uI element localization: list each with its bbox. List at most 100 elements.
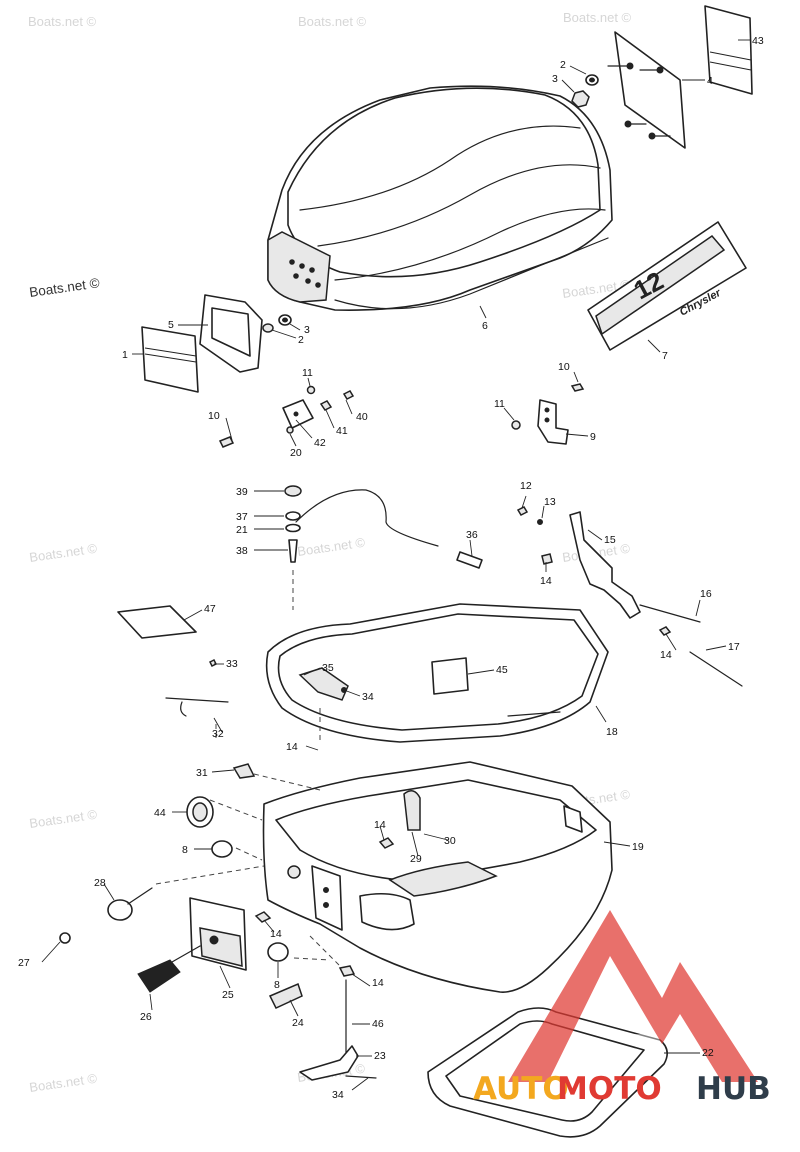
callout-34: 34: [362, 691, 374, 703]
callout-13: 13: [544, 496, 556, 508]
choke-cable: [284, 485, 483, 569]
callout-45: 45: [496, 664, 508, 676]
callout-14: 14: [270, 928, 282, 940]
clip-31: [232, 763, 256, 779]
callout-2: 2: [298, 334, 304, 346]
callout-44: 44: [154, 807, 166, 819]
callout-27: 27: [18, 957, 30, 969]
callout-1: 1: [122, 349, 128, 361]
callout-24: 24: [292, 1017, 304, 1029]
callout-29: 29: [410, 853, 422, 865]
watermark-text: Boats.net ©: [28, 14, 97, 29]
callout-10: 10: [558, 361, 570, 373]
watermark-text: Boats.net ©: [28, 541, 98, 565]
callout-18: 18: [606, 726, 618, 738]
callout-11: 11: [494, 398, 505, 410]
callout-25: 25: [222, 989, 234, 1001]
rear-plate: [607, 31, 686, 149]
callout-20: 20: [290, 447, 302, 459]
callout-32: 32: [212, 728, 224, 740]
callout-14: 14: [372, 977, 384, 989]
callout-14: 14: [286, 741, 298, 753]
automotohub-logo-text: AUTO MOTO HUB: [473, 1071, 771, 1107]
top-cowl: [267, 85, 613, 311]
starter-handle-26: [137, 945, 201, 993]
rear-decal: [704, 5, 753, 95]
callout-34: 34: [332, 1089, 344, 1101]
automotohub-logo: [508, 910, 758, 1082]
callout-40: 40: [356, 411, 368, 423]
seal-frame: [265, 603, 609, 743]
callout-11: 11: [302, 367, 313, 379]
callout-43: 43: [752, 35, 764, 47]
watermark-text: Boats.net ©: [296, 535, 366, 559]
grommet-44: [186, 796, 214, 828]
callout-37: 37: [236, 511, 248, 523]
callout-19: 19: [632, 841, 644, 853]
label-plate-25: [189, 897, 247, 971]
callout-9: 9: [590, 431, 596, 443]
gasket-47: [117, 605, 197, 639]
callout-14: 14: [660, 649, 672, 661]
callout-6: 6: [482, 320, 488, 332]
callout-4: 4: [707, 75, 713, 87]
callout-23: 23: [374, 1050, 386, 1062]
latch-bracket-left: [218, 385, 355, 448]
callout-22: 22: [702, 1047, 714, 1059]
callout-30: 30: [444, 835, 456, 847]
logo-hub-text: HUB: [696, 1071, 771, 1107]
plug-8-lower: [267, 942, 289, 962]
leader-lines: [41, 39, 750, 1091]
watermark-text: Boats.net ©: [28, 275, 100, 300]
hinge-pin-33: [165, 658, 229, 717]
watermark-text: Boats.net ©: [28, 1071, 98, 1095]
callout-3: 3: [552, 73, 558, 85]
callout-8: 8: [274, 979, 280, 991]
fitting-24: [268, 982, 303, 1009]
callout-labels: 43 4 2 3 5 1 3 2 6 7 11 40 41 42 10 20 9…: [18, 35, 764, 1101]
callout-3: 3: [304, 324, 310, 336]
knob-28: [107, 887, 153, 921]
callout-17: 17: [728, 641, 740, 653]
callout-5: 5: [168, 319, 174, 331]
callout-12: 12: [520, 480, 532, 492]
callout-38: 38: [236, 545, 248, 557]
callout-28: 28: [94, 877, 106, 889]
callout-47: 47: [204, 603, 216, 615]
nut-and-washer-front: [262, 314, 292, 333]
watermark-text: Boats.net ©: [28, 807, 98, 831]
callout-15: 15: [604, 534, 616, 546]
callout-2: 2: [560, 59, 566, 71]
lever-23-rod-46: [299, 965, 377, 1081]
watermark-text: Boats.net ©: [298, 14, 367, 29]
front-decal: [141, 326, 199, 393]
callout-36: 36: [466, 529, 478, 541]
logo-moto-text: MOTO: [557, 1071, 662, 1107]
callout-26: 26: [140, 1011, 152, 1023]
throttle-linkage: [516, 506, 743, 687]
callout-21: 21: [236, 524, 248, 536]
callout-8: 8: [182, 844, 188, 856]
callout-33: 33: [226, 658, 238, 670]
watermark-text: Boats.net ©: [563, 10, 632, 25]
latch-bracket-right: [511, 383, 585, 445]
nut-and-washer-top: [571, 74, 599, 108]
callout-42: 42: [314, 437, 326, 449]
callout-46: 46: [372, 1018, 384, 1030]
callout-39: 39: [236, 486, 248, 498]
callout-16: 16: [700, 588, 712, 600]
callout-14: 14: [540, 575, 552, 587]
callout-31: 31: [196, 767, 208, 779]
clip-27: [59, 932, 71, 944]
callout-41: 41: [336, 425, 348, 437]
callout-35: 35: [322, 662, 334, 674]
front-plate: [199, 294, 263, 373]
nut-14-lower: [254, 911, 272, 923]
plug-8-upper: [211, 840, 233, 858]
guide-lines: [155, 570, 345, 971]
lower-cowl: [262, 761, 613, 993]
callout-7: 7: [662, 350, 668, 362]
callout-10: 10: [208, 410, 220, 422]
logo-auto-text: AUTO: [473, 1071, 569, 1107]
